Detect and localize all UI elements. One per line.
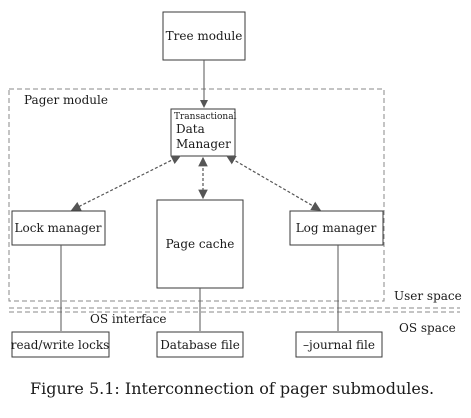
- os-space-label: OS space: [399, 321, 456, 335]
- log-manager-box: [289, 210, 384, 246]
- database-file-box: [156, 331, 244, 358]
- journal-file-label: –journal file: [303, 338, 375, 352]
- page-cache-box: [156, 199, 244, 289]
- user-space-label: User space: [394, 289, 462, 303]
- data-manager-line1: Data: [176, 122, 205, 136]
- lock-manager-label: Lock manager: [15, 221, 102, 235]
- figure-caption: Figure 5.1: Interconnection of pager sub…: [30, 379, 434, 398]
- journal-file-box: [295, 331, 383, 358]
- log-manager-label: Log manager: [296, 221, 377, 235]
- pager-module-label: Pager module: [24, 93, 108, 107]
- arrow-dm-to-log: [225, 155, 322, 211]
- tree-module-label: Tree module: [166, 29, 243, 43]
- pager-module-boundary: [8, 88, 385, 302]
- transactional-label: Transactional: [174, 112, 237, 122]
- read-write-locks-label: read/write locks: [11, 338, 110, 352]
- lock-manager-box: [11, 210, 106, 246]
- arrow-dm-to-lock: [70, 155, 182, 211]
- data-manager-line2: Manager: [176, 137, 231, 151]
- data-manager-box: [170, 108, 236, 157]
- read-write-locks-box: [11, 331, 110, 358]
- os-interface-label: OS interface: [90, 312, 167, 326]
- database-file-label: Database file: [160, 338, 240, 352]
- tree-module-box: [162, 11, 246, 61]
- page-cache-label: Page cache: [166, 237, 235, 251]
